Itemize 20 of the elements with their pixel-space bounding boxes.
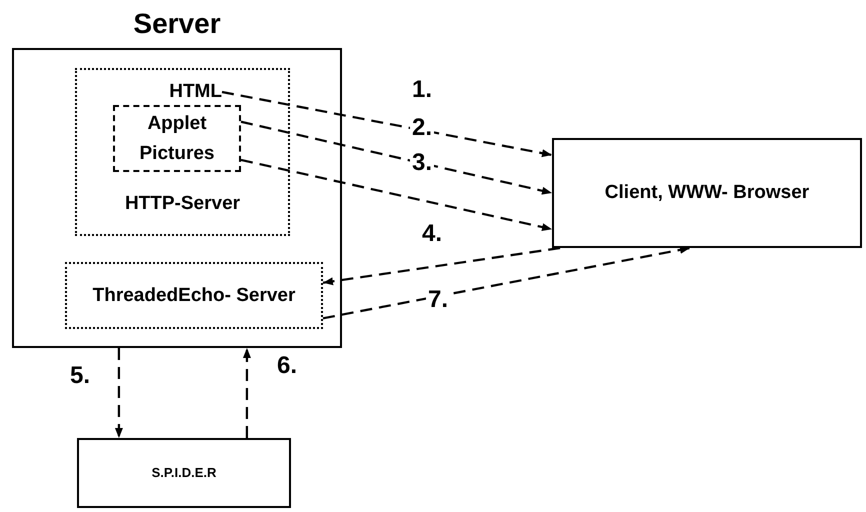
applet-pictures-box xyxy=(113,105,241,172)
node-label: HTTP-Server xyxy=(124,192,242,216)
node-label: S.P.I.D.E.R xyxy=(152,464,216,482)
dashed-arrow xyxy=(240,158,552,232)
node-label: Applet xyxy=(147,112,207,136)
dashed-arrow xyxy=(114,348,123,438)
dashed-arrow xyxy=(240,120,552,195)
spider-box xyxy=(77,438,291,508)
dashed-arrow xyxy=(242,348,251,438)
dashed-arrow xyxy=(322,246,690,320)
html-label: HTML xyxy=(140,80,222,104)
threaded-echo-server-box xyxy=(65,262,323,329)
node-label: ThreadedEcho- Server xyxy=(92,284,296,308)
http-server-box xyxy=(75,68,290,236)
node-label: Pictures xyxy=(140,142,214,166)
dashed-arrow xyxy=(322,246,560,286)
box-heading: Server xyxy=(132,7,222,41)
client-box xyxy=(552,138,862,248)
dashed-arrow xyxy=(222,90,552,158)
node-label: Client, WWW- Browser xyxy=(604,181,810,205)
